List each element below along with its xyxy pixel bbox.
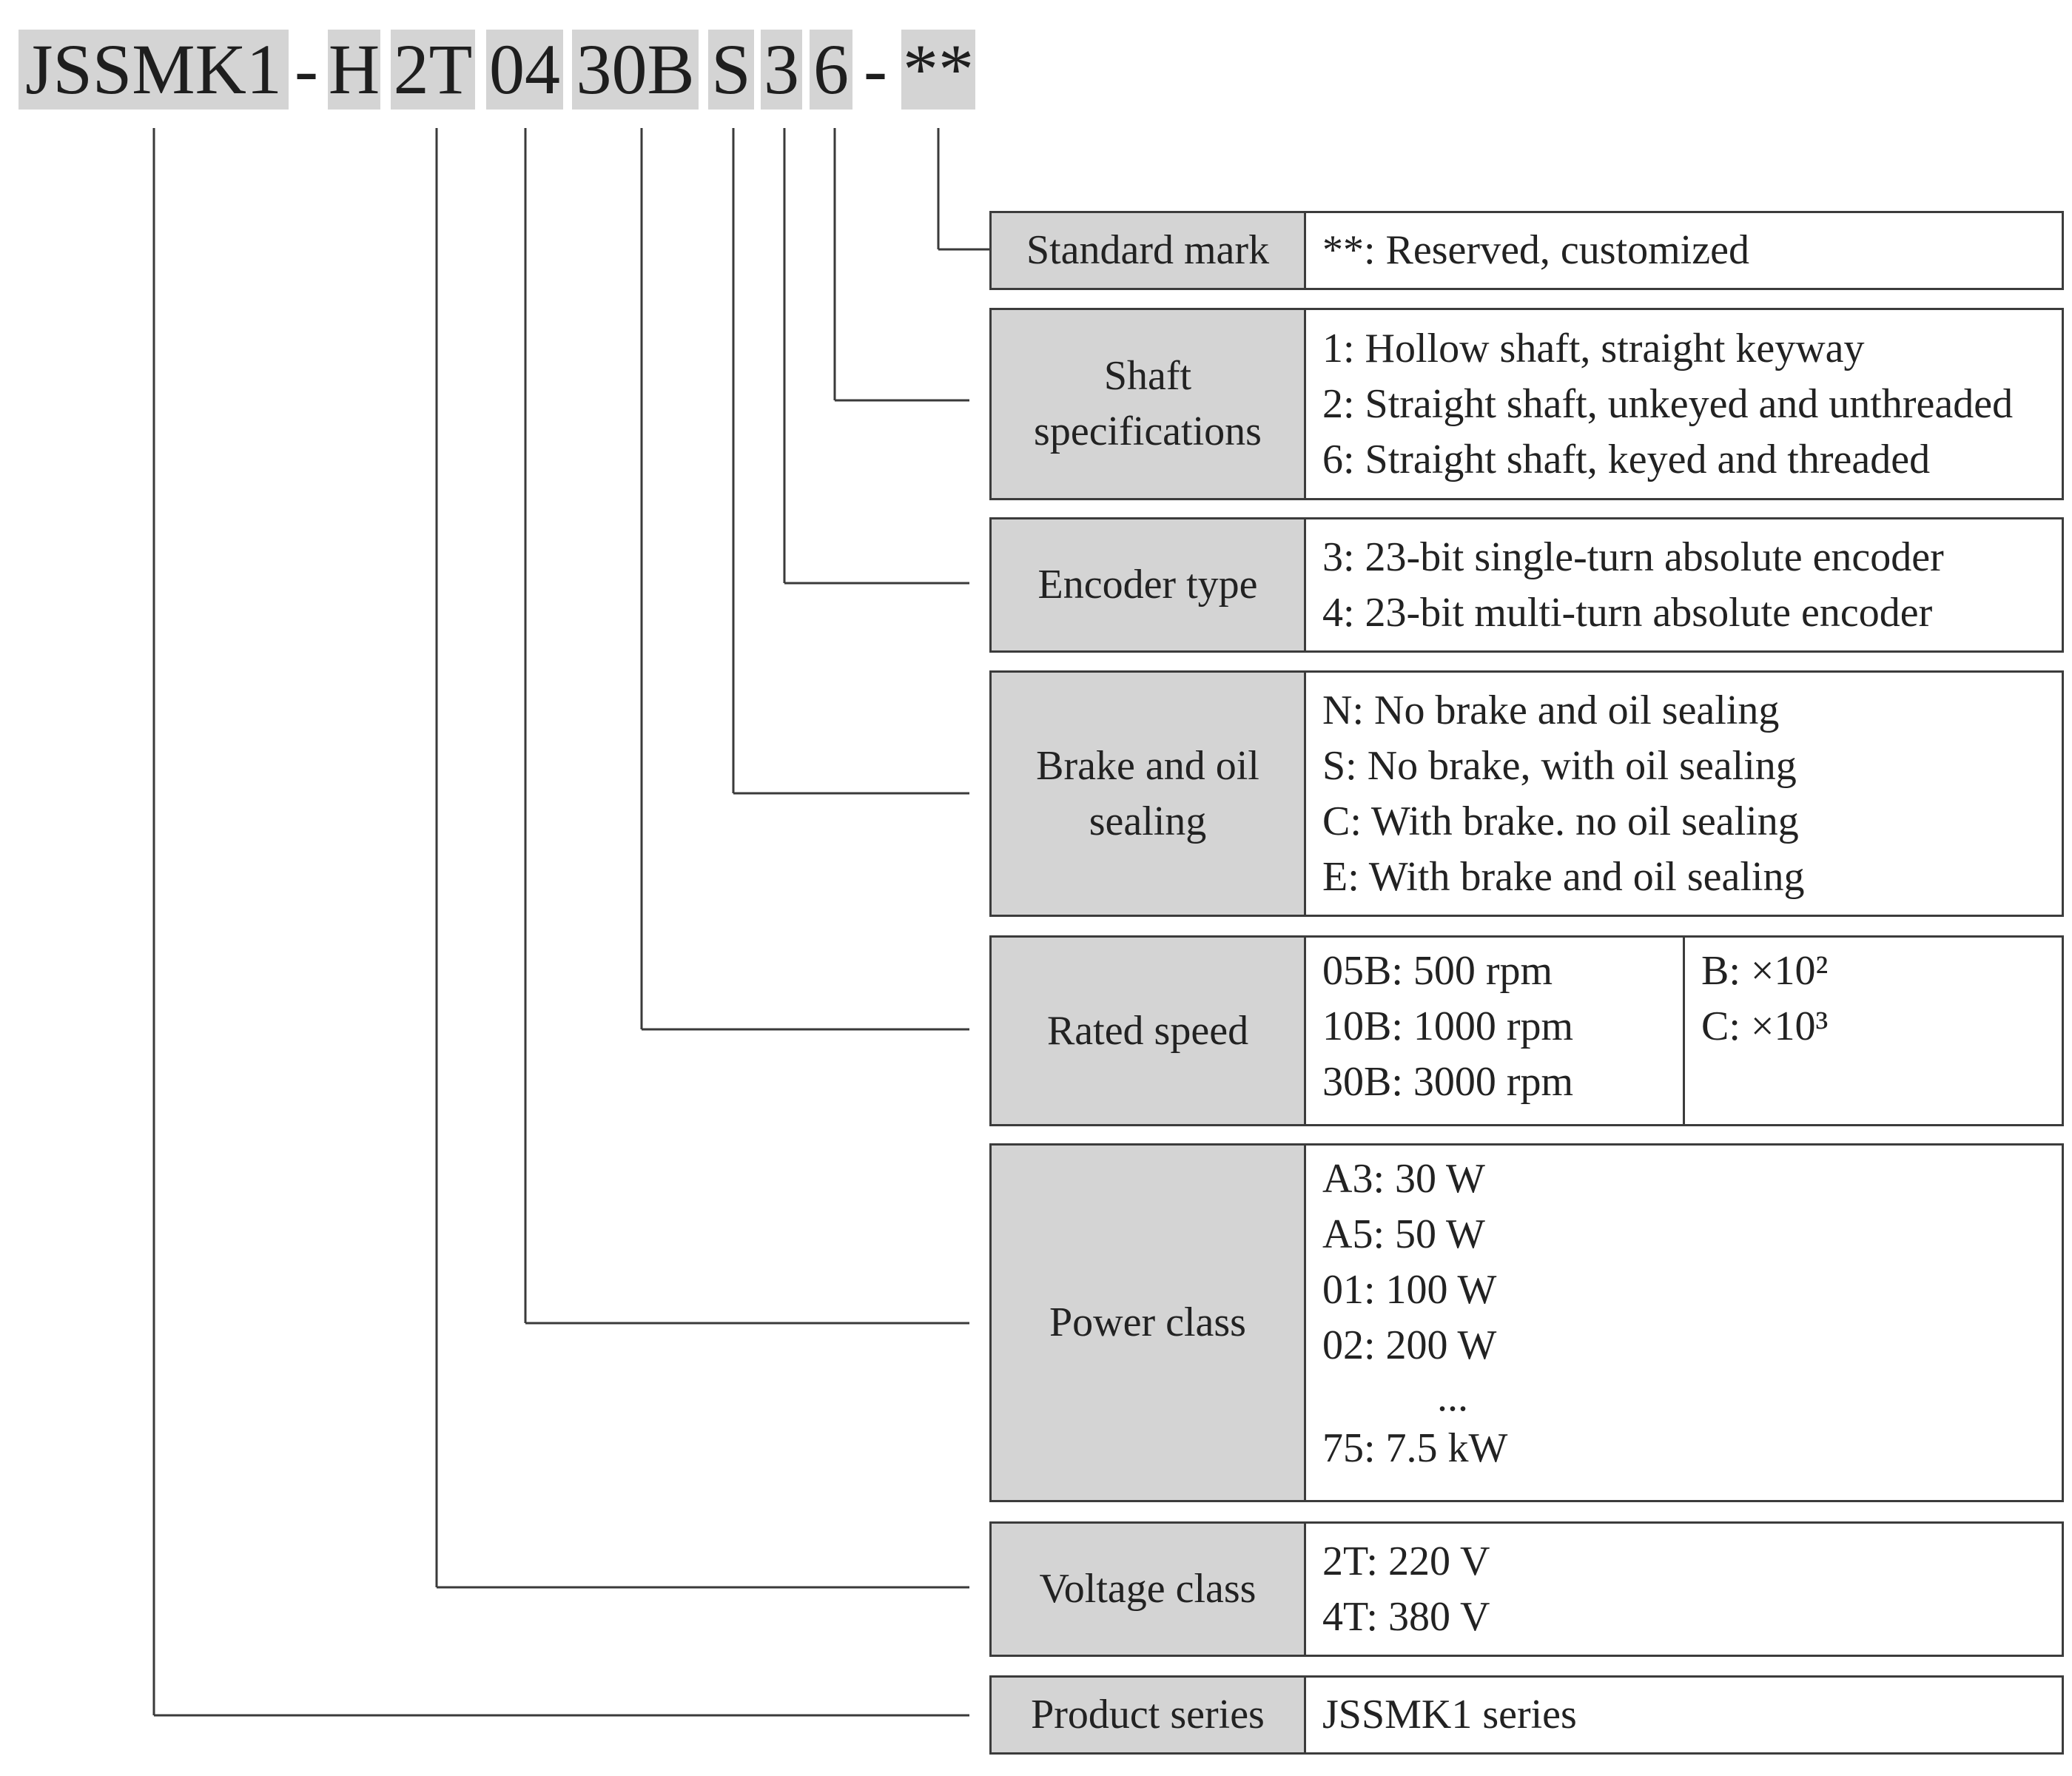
row-brake-and-oil-sealing: Brake and oil sealing N: No brake and oi… (989, 670, 2064, 917)
option: 10B: 1000 rpm (1322, 1003, 1574, 1049)
option: 4T: 380 V (1322, 1593, 1490, 1640)
code-power: 04 (486, 30, 563, 110)
option: A3: 30 W (1322, 1156, 1485, 1202)
option: C: With brake. no oil sealing (1322, 798, 1799, 844)
code-dash: - (295, 30, 318, 109)
row-product-series: Product series JSSMK1 series (989, 1675, 2064, 1755)
row-voltage-class: Voltage class 2T: 220 V 4T: 380 V (989, 1521, 2064, 1657)
option: 4: 23-bit multi-turn absolute encoder (1322, 589, 1933, 636)
code-brake: S (708, 30, 754, 110)
row-description: N: No brake and oil sealing S: No brake,… (1306, 673, 2062, 915)
row-label: Standard mark (992, 213, 1306, 288)
code-encoder: 3 (761, 30, 802, 110)
row-description: JSSMK1 series (1306, 1678, 2062, 1752)
option: **: Reserved, customized (1322, 227, 1749, 273)
option-ellipsis: ... (1437, 1374, 1468, 1420)
code-h: H (328, 30, 380, 110)
code-voltage: 2T (391, 30, 475, 110)
option: 3: 23-bit single-turn absolute encoder (1322, 534, 1944, 580)
row-label: Brake and oil sealing (992, 673, 1306, 915)
option: E: With brake and oil sealing (1322, 853, 1805, 900)
row-description: **: Reserved, customized (1306, 213, 2062, 288)
row-encoder-type: Encoder type 3: 23-bit single-turn absol… (989, 517, 2064, 653)
option: 2T: 220 V (1322, 1538, 1490, 1584)
option: 02: 200 W (1322, 1322, 1497, 1368)
multiplier: C: ×10³ (1701, 1003, 1829, 1049)
option: 1: Hollow shaft, straight keyway (1322, 325, 1865, 371)
row-description: 3: 23-bit single-turn absolute encoder 4… (1306, 519, 2062, 650)
option: 01: 100 W (1322, 1267, 1497, 1313)
row-label: Rated speed (992, 938, 1306, 1124)
row-label: Encoder type (992, 519, 1306, 650)
option: N: No brake and oil sealing (1322, 687, 1780, 733)
row-label: Shaft specifications (992, 310, 1306, 498)
option: 6: Straight shaft, keyed and threaded (1322, 436, 1931, 482)
row-shaft-specifications: Shaft specifications 1: Hollow shaft, st… (989, 308, 2064, 500)
row-description: 05B: 500 rpm 10B: 1000 rpm 30B: 3000 rpm… (1306, 938, 2062, 1124)
speed-multipliers: B: ×10² C: ×10³ (1685, 938, 2062, 1124)
row-rated-speed: Rated speed 05B: 500 rpm 10B: 1000 rpm 3… (989, 935, 2064, 1126)
row-power-class: Power class A3: 30 W A5: 50 W 01: 100 W … (989, 1143, 2064, 1502)
code-standard-mark: ** (901, 30, 975, 110)
option: A5: 50 W (1322, 1211, 1485, 1257)
code-dash-2: - (864, 30, 887, 109)
row-standard-mark: Standard mark **: Reserved, customized (989, 211, 2064, 290)
option: 2: Straight shaft, unkeyed and unthreade… (1322, 380, 2014, 427)
code-series: JSSMK1 (18, 30, 289, 110)
row-label: Power class (992, 1146, 1306, 1500)
row-description: 1: Hollow shaft, straight keyway 2: Stra… (1306, 310, 2062, 498)
row-description: A3: 30 W A5: 50 W 01: 100 W 02: 200 W ..… (1306, 1146, 2062, 1500)
code-speed: 30B (572, 30, 699, 110)
speed-options: 05B: 500 rpm 10B: 1000 rpm 30B: 3000 rpm (1306, 938, 1685, 1124)
option: S: No brake, with oil sealing (1322, 742, 1797, 789)
code-shaft: 6 (810, 30, 852, 110)
row-description: 2T: 220 V 4T: 380 V (1306, 1524, 2062, 1655)
option: 75: 7.5 kW (1322, 1425, 1508, 1471)
row-label: Product series (992, 1678, 1306, 1752)
option: 05B: 500 rpm (1322, 948, 1553, 994)
row-label: Voltage class (992, 1524, 1306, 1655)
multiplier: B: ×10² (1701, 948, 1829, 994)
option: 30B: 3000 rpm (1322, 1059, 1574, 1105)
option: JSSMK1 series (1322, 1692, 1577, 1738)
